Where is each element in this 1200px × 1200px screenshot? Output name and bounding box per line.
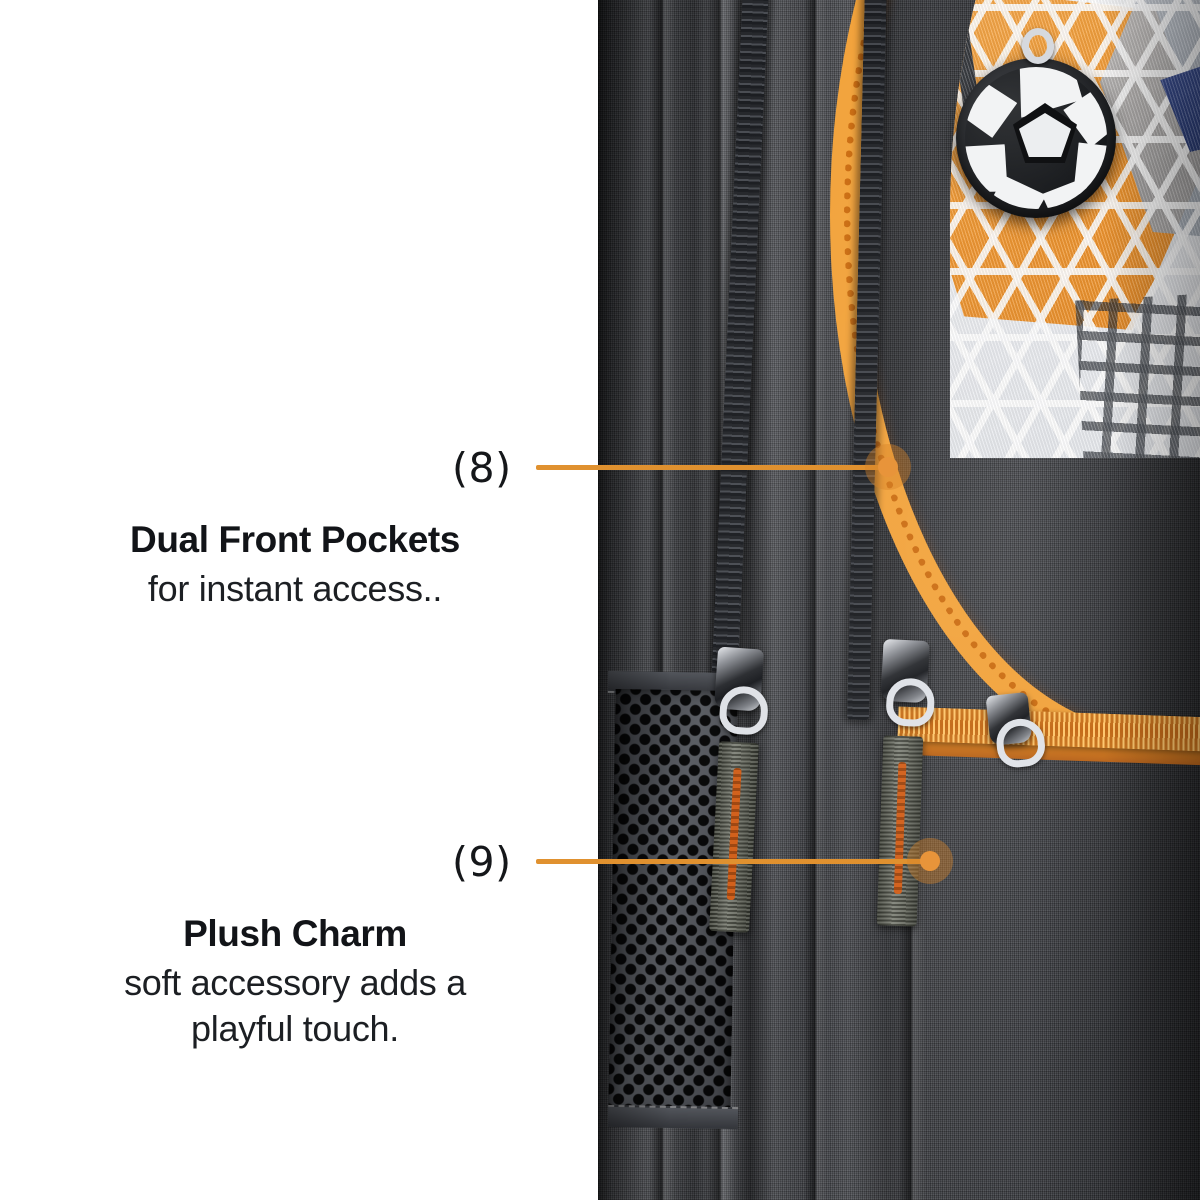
- callout-text-block-9: Plush Charm soft accessory adds a playfu…: [60, 912, 530, 1053]
- callout-title-8: Dual Front Pockets: [130, 519, 460, 560]
- callout-anchor-dot-9: [920, 851, 940, 871]
- fabric-fold: [804, 0, 828, 1200]
- zipper-slider: [713, 646, 765, 712]
- soccer-ball-charm: [956, 28, 1116, 218]
- ball-white-patch: [965, 71, 1020, 142]
- callout-leader-line-8: [536, 465, 892, 470]
- callout-subtitle-9-line2: playful touch.: [191, 1008, 399, 1050]
- zipper-slider: [985, 691, 1033, 747]
- webbing-zipper-pull-tab: [876, 735, 924, 927]
- callout-number-8: (8): [452, 444, 512, 492]
- zipper-slider: [880, 638, 930, 704]
- callout-leader-line-9: [536, 859, 934, 864]
- callout-subtitle-9-line1: soft accessory adds a: [124, 961, 466, 1003]
- callout-subtitle-8: for instant access..: [147, 567, 443, 609]
- callout-title-9: Plush Charm: [183, 913, 407, 954]
- soccer-ball-face: [965, 67, 1107, 209]
- callout-text-block-8: Dual Front Pockets for instant access..: [60, 518, 530, 612]
- callout-number-9: (9): [452, 838, 512, 886]
- mesh-pocket-binding: [607, 1104, 739, 1130]
- callout-anchor-dot-8: [878, 457, 898, 477]
- charm-metal-loop: [1022, 28, 1054, 64]
- product-photo: [598, 0, 1200, 1200]
